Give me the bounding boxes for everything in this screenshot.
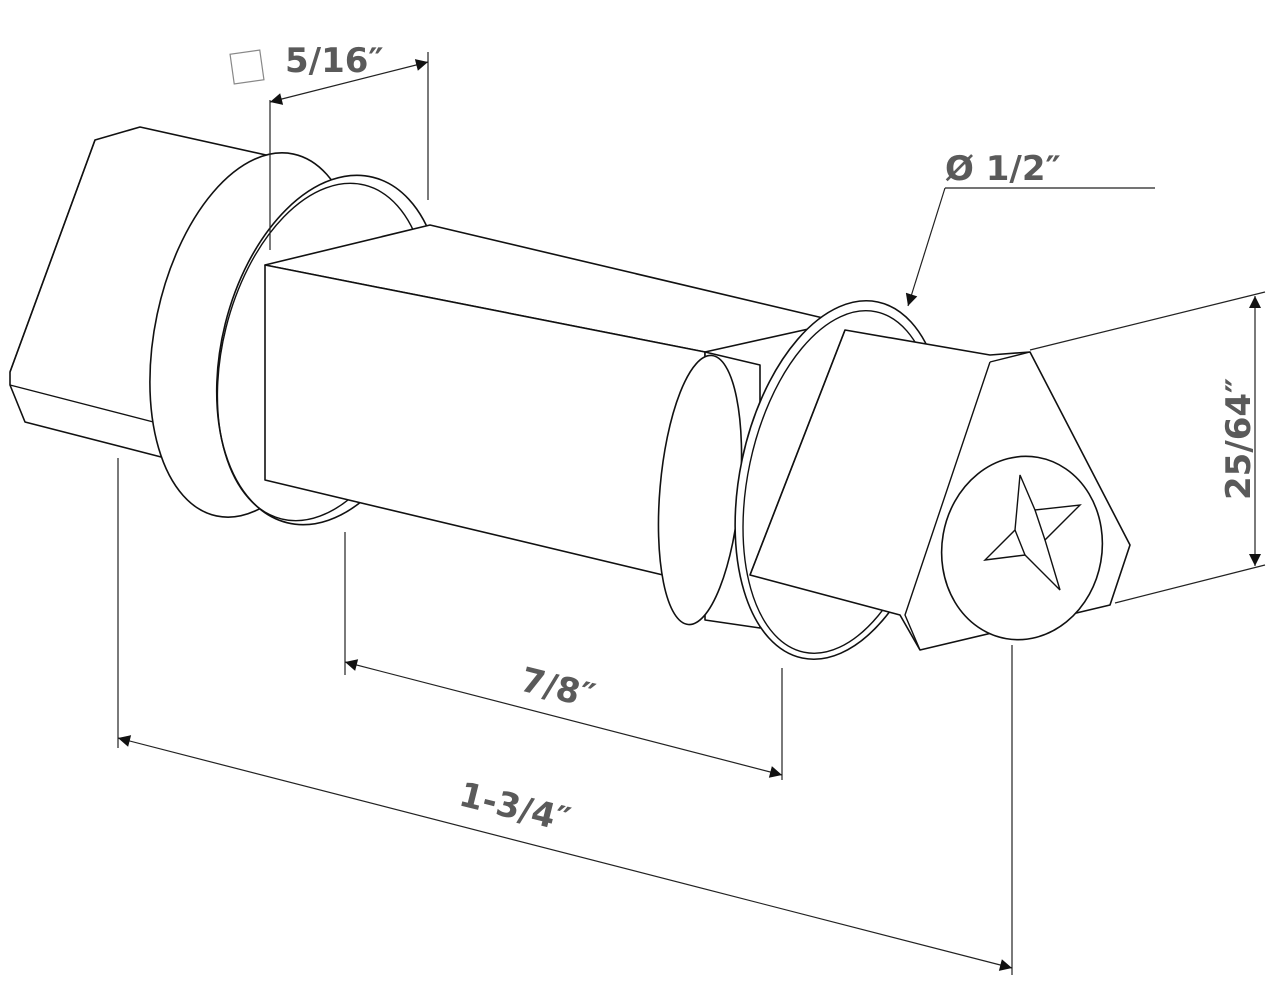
dim-diameter: Ø 1/2″ <box>905 149 1155 307</box>
shaft-length-label: 7/8″ <box>517 660 599 717</box>
hex-size-label: 25/64″ <box>1219 378 1259 500</box>
square-icon <box>229 49 265 85</box>
overall-length-label: 1-3/4″ <box>455 775 574 841</box>
square-shaft <box>264 224 841 586</box>
square-size-label: 5/16″ <box>285 41 384 81</box>
dim-square-size: 5/16″ <box>229 41 429 250</box>
phillips-screw-head <box>940 455 1104 641</box>
diameter-label: Ø 1/2″ <box>945 149 1061 189</box>
dim-hex-size: 25/64″ <box>1029 291 1266 604</box>
